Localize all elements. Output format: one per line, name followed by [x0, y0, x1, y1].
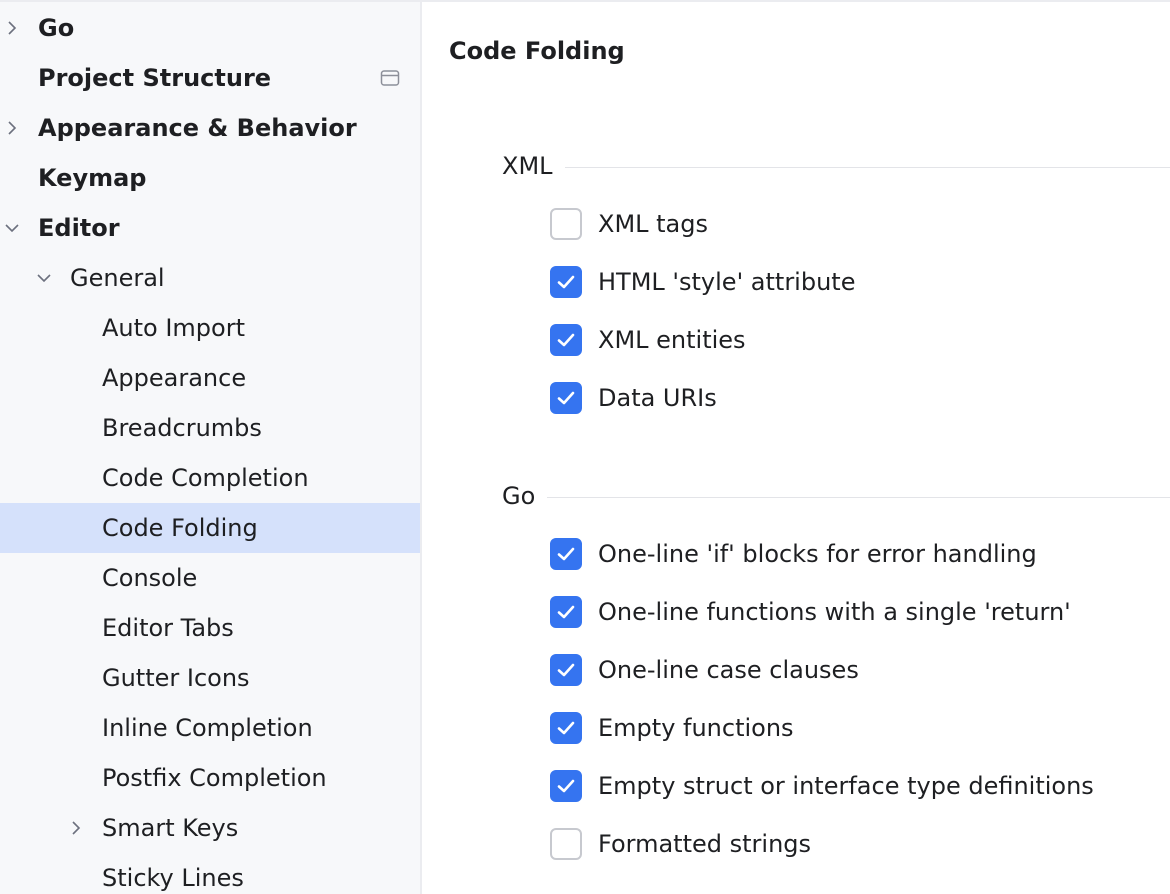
option-label: HTML 'style' attribute	[598, 268, 856, 296]
option-label: One-line 'if' blocks for error handling	[598, 540, 1037, 568]
option-label: Formatted strings	[598, 830, 812, 858]
tree-item-label: Auto Import	[102, 314, 246, 342]
tree-item-go[interactable]: Go	[0, 3, 420, 53]
option-label: Data URIs	[598, 384, 717, 412]
tree-item-label: Console	[102, 564, 198, 592]
tree-item-appearance[interactable]: Appearance	[0, 353, 420, 403]
option-empty-functions[interactable]: Empty functions	[550, 710, 794, 746]
tree-item-label: Code Folding	[102, 514, 258, 542]
chevron-right-icon[interactable]	[2, 18, 22, 38]
tree-item-code-folding[interactable]: Code Folding	[0, 503, 420, 553]
option-label: Empty struct or interface type definitio…	[598, 772, 1094, 800]
option-xml-tags[interactable]: XML tags	[550, 206, 708, 242]
tree-item-label: General	[70, 264, 165, 292]
tree-item-editor[interactable]: Editor	[0, 203, 420, 253]
checkbox[interactable]	[550, 596, 582, 628]
checkbox[interactable]	[550, 712, 582, 744]
option-label: XML entities	[598, 326, 746, 354]
option-one-line-functions-return[interactable]: One-line functions with a single 'return…	[550, 594, 1071, 630]
tree-item-label: Smart Keys	[102, 814, 239, 842]
tree-item-label: Appearance & Behavior	[38, 114, 357, 142]
tree-item-appearance-behavior[interactable]: Appearance & Behavior	[0, 103, 420, 153]
tree-item-keymap[interactable]: Keymap	[0, 153, 420, 203]
option-html-style-attribute[interactable]: HTML 'style' attribute	[550, 264, 855, 300]
tree-item-general[interactable]: General	[0, 253, 420, 303]
tree-item-label: Code Completion	[102, 464, 309, 492]
group-title: XML	[502, 152, 553, 180]
settings-content: Code Folding XML XML tags HTML 'style' a…	[422, 2, 1170, 894]
tree-item-smart-keys[interactable]: Smart Keys	[0, 803, 420, 853]
tree-item-postfix-completion[interactable]: Postfix Completion	[0, 753, 420, 803]
check-icon	[557, 547, 575, 561]
tree-item-label: Project Structure	[38, 64, 272, 92]
tree-item-inline-completion[interactable]: Inline Completion	[0, 703, 420, 753]
tree-item-label: Editor	[38, 214, 120, 242]
option-label: Empty functions	[598, 714, 794, 742]
settings-tree: Go Project Structure Appearance & Behavi…	[0, 2, 422, 894]
option-label: XML tags	[598, 210, 709, 238]
check-icon	[557, 391, 575, 405]
check-icon	[557, 779, 575, 793]
check-icon	[557, 605, 575, 619]
check-icon	[557, 275, 575, 289]
checkbox[interactable]	[550, 382, 582, 414]
option-one-line-if-blocks[interactable]: One-line 'if' blocks for error handling	[550, 536, 1037, 572]
tree-item-label: Postfix Completion	[102, 764, 327, 792]
group-separator	[547, 496, 1170, 498]
checkbox[interactable]	[550, 538, 582, 570]
group-title: Go	[502, 482, 536, 510]
checkbox[interactable]	[550, 770, 582, 802]
option-formatted-strings[interactable]: Formatted strings	[550, 826, 811, 862]
group-header-go: Go	[502, 480, 1170, 512]
tree-item-label: Appearance	[102, 364, 247, 392]
tree-item-auto-import[interactable]: Auto Import	[0, 303, 420, 353]
option-one-line-case-clauses[interactable]: One-line case clauses	[550, 652, 859, 688]
group-separator	[564, 166, 1170, 168]
tree-item-code-completion[interactable]: Code Completion	[0, 453, 420, 503]
option-label: One-line case clauses	[598, 656, 859, 684]
checkbox[interactable]	[550, 654, 582, 686]
tree-item-sticky-lines[interactable]: Sticky Lines	[0, 853, 420, 894]
tree-item-label: Keymap	[38, 164, 147, 192]
tree-item-label: Gutter Icons	[102, 664, 250, 692]
checkbox[interactable]	[550, 208, 582, 240]
group-header-xml: XML	[502, 150, 1170, 182]
chevron-down-icon[interactable]	[34, 268, 54, 288]
tree-item-editor-tabs[interactable]: Editor Tabs	[0, 603, 420, 653]
tree-item-project-structure[interactable]: Project Structure	[0, 53, 420, 103]
option-data-uris[interactable]: Data URIs	[550, 380, 717, 416]
option-label: One-line functions with a single 'return…	[598, 598, 1071, 626]
checkbox[interactable]	[550, 324, 582, 356]
chevron-right-icon[interactable]	[2, 118, 22, 138]
option-empty-struct-interface[interactable]: Empty struct or interface type definitio…	[550, 768, 1094, 804]
checkbox[interactable]	[550, 266, 582, 298]
window-icon	[380, 70, 400, 86]
tree-item-gutter-icons[interactable]: Gutter Icons	[0, 653, 420, 703]
checkbox[interactable]	[550, 828, 582, 860]
page-title: Code Folding	[449, 37, 625, 65]
tree-item-label: Go	[38, 14, 75, 42]
tree-item-label: Editor Tabs	[102, 614, 234, 642]
option-xml-entities[interactable]: XML entities	[550, 322, 746, 358]
tree-item-label: Sticky Lines	[102, 864, 244, 892]
chevron-down-icon[interactable]	[2, 218, 22, 238]
tree-item-breadcrumbs[interactable]: Breadcrumbs	[0, 403, 420, 453]
tree-item-label: Inline Completion	[102, 714, 313, 742]
chevron-right-icon[interactable]	[66, 818, 86, 838]
check-icon	[557, 721, 575, 735]
check-icon	[557, 663, 575, 677]
tree-item-label: Breadcrumbs	[102, 414, 262, 442]
tree-item-console[interactable]: Console	[0, 553, 420, 603]
check-icon	[557, 333, 575, 347]
